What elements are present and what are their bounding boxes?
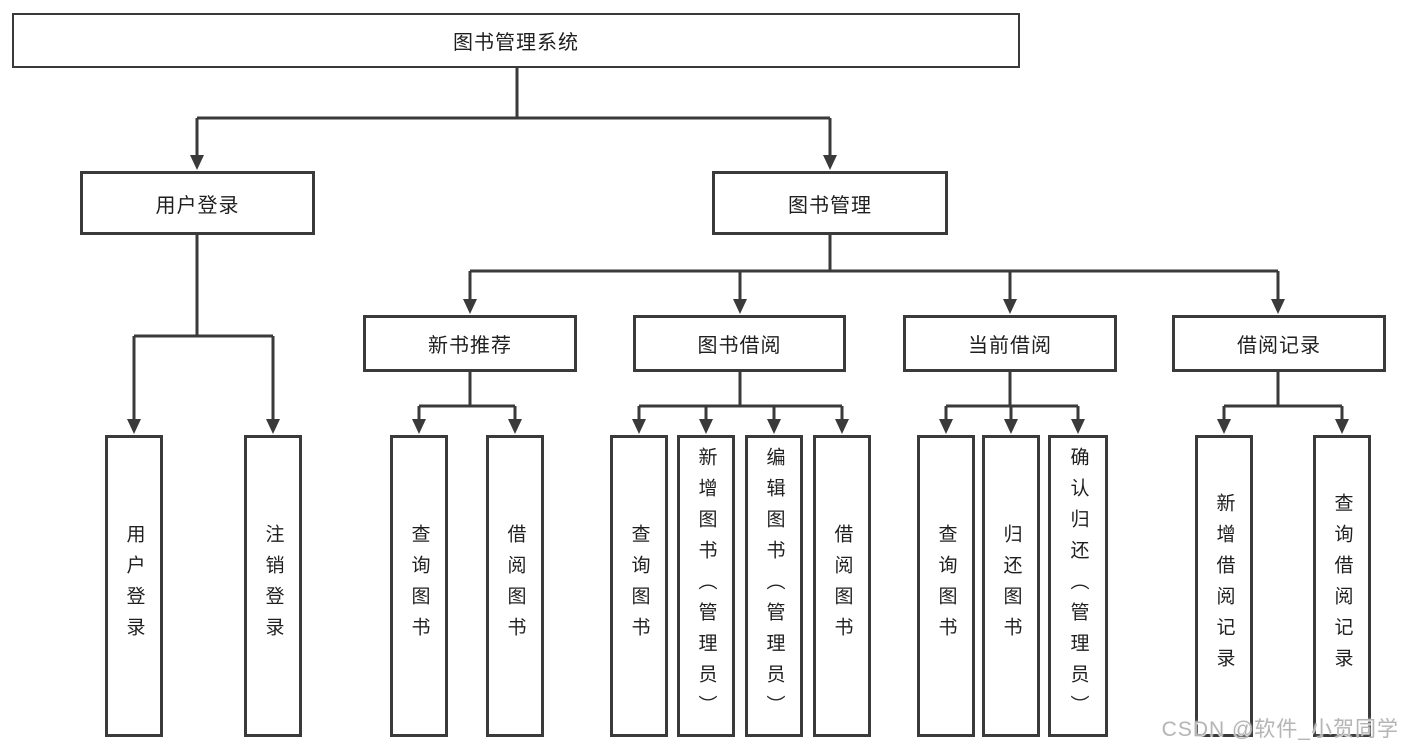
node-new-book-recommend: 新书推荐	[363, 315, 577, 372]
node-user-login: 用户登录	[80, 171, 315, 235]
node-library-management-system: 图书管理系统	[12, 13, 1020, 68]
csdn-watermark: CSDN @软件_小贺同学	[1161, 718, 1399, 741]
leaf-add-book-admin: 新增图书（管理员）	[677, 435, 735, 737]
leaf-borrow-books: 借阅图书	[813, 435, 871, 737]
leaf-add-borrow-record: 新增借阅记录	[1195, 435, 1253, 737]
node-borrow-records: 借阅记录	[1172, 315, 1386, 372]
leaf-query-books-recommend: 查询图书	[390, 435, 448, 737]
leaf-borrow-books-recommend: 借阅图书	[486, 435, 544, 737]
leaf-logout: 注销登录	[244, 435, 302, 737]
connector-path	[132, 68, 1344, 421]
node-current-borrow: 当前借阅	[903, 315, 1117, 372]
leaf-edit-book-admin: 编辑图书（管理员）	[745, 435, 803, 737]
leaf-user-login: 用户登录	[105, 435, 163, 737]
leaf-query-books-borrow: 查询图书	[610, 435, 668, 737]
node-book-management: 图书管理	[712, 171, 948, 235]
leaf-query-books-current: 查询图书	[917, 435, 975, 737]
node-book-borrow: 图书借阅	[633, 315, 846, 372]
leaf-query-borrow-record: 查询借阅记录	[1313, 435, 1371, 737]
leaf-confirm-return-admin: 确认归还（管理员）	[1048, 435, 1108, 737]
leaf-return-books: 归还图书	[982, 435, 1040, 737]
